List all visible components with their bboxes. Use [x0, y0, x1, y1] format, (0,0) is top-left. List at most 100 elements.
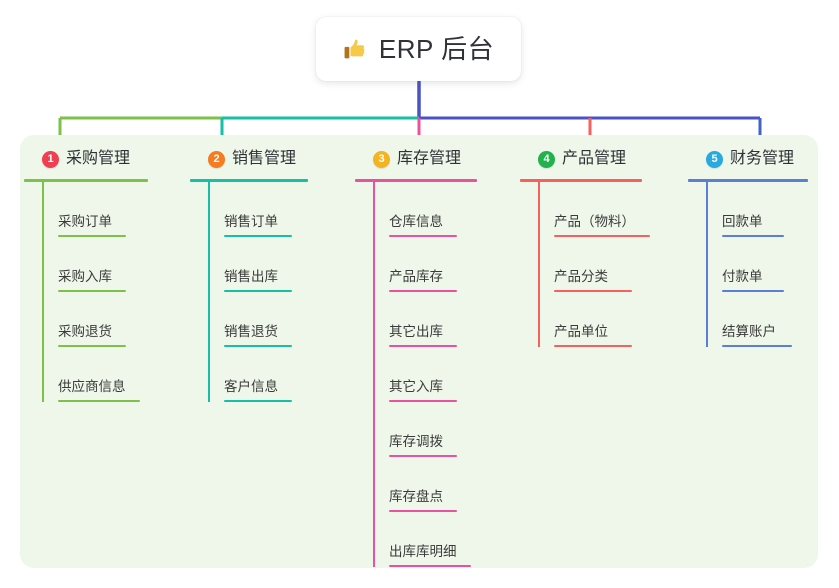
- branch-item-underline: [554, 235, 650, 237]
- branch-item[interactable]: 产品分类: [520, 237, 688, 292]
- branch-item[interactable]: 仓库信息: [355, 182, 523, 237]
- branch-underline-5: [688, 179, 808, 182]
- branch-items-1: 采购订单采购入库采购退货供应商信息: [24, 182, 192, 402]
- branch-item-underline: [389, 455, 457, 457]
- branch-items-2: 销售订单销售出库销售退货客户信息: [190, 182, 358, 402]
- branch-item[interactable]: 客户信息: [190, 347, 358, 402]
- branch-badge-2: 2: [208, 150, 225, 168]
- branch-item-label: 产品（物料）: [554, 213, 635, 229]
- branch-item-underline: [722, 290, 784, 292]
- branch-item-underline: [554, 290, 632, 292]
- branch-item[interactable]: 供应商信息: [24, 347, 192, 402]
- branch-underline-2: [190, 179, 308, 182]
- branch-header-1[interactable]: 1 采购管理: [24, 146, 192, 172]
- branch-items-5: 回款单付款单结算账户: [688, 182, 838, 347]
- branch-column-2[interactable]: 2 销售管理销售订单销售出库销售退货客户信息: [190, 146, 358, 402]
- branch-underline-1: [24, 179, 148, 182]
- branch-item-underline: [224, 400, 292, 402]
- branch-item-underline: [554, 345, 632, 347]
- branch-column-3[interactable]: 3 库存管理仓库信息产品库存其它出库其它入库库存调拨库存盘点出库库明细: [355, 146, 523, 567]
- branch-item-label: 库存调拨: [389, 433, 443, 449]
- branch-item-label: 库存盘点: [389, 488, 443, 504]
- branch-item-label: 回款单: [722, 213, 763, 229]
- branch-item-underline: [722, 235, 784, 237]
- branch-item-label: 采购退货: [58, 323, 112, 339]
- branch-item[interactable]: 其它入库: [355, 347, 523, 402]
- branch-badge-3: 3: [373, 150, 390, 168]
- branch-header-2[interactable]: 2 销售管理: [190, 146, 358, 172]
- branch-item[interactable]: 库存盘点: [355, 457, 523, 512]
- branch-item[interactable]: 其它出库: [355, 292, 523, 347]
- branch-item[interactable]: 产品库存: [355, 237, 523, 292]
- branch-title-1: 采购管理: [66, 150, 131, 167]
- branch-item-label: 产品分类: [554, 268, 608, 284]
- branch-item[interactable]: 销售退货: [190, 292, 358, 347]
- thumbs-up-icon: [343, 37, 368, 62]
- branch-item-label: 付款单: [722, 268, 763, 284]
- branch-spine-2: [208, 182, 210, 402]
- branch-spine-1: [42, 182, 44, 402]
- branch-item[interactable]: 结算账户: [688, 292, 838, 347]
- branch-item[interactable]: 销售出库: [190, 237, 358, 292]
- branch-item-underline: [722, 345, 792, 347]
- branch-underline-4: [520, 179, 642, 182]
- branch-item[interactable]: 产品单位: [520, 292, 688, 347]
- branch-spine-5: [706, 182, 708, 347]
- branch-title-5: 财务管理: [730, 150, 795, 167]
- branch-item-label: 仓库信息: [389, 213, 443, 229]
- branch-item[interactable]: 库存调拨: [355, 402, 523, 457]
- branch-item[interactable]: 付款单: [688, 237, 838, 292]
- branch-item-label: 结算账户: [722, 323, 776, 339]
- branch-underline-3: [355, 179, 477, 182]
- root-title: ERP 后台: [378, 34, 495, 64]
- branch-badge-5: 5: [706, 150, 723, 168]
- branch-item-underline: [224, 345, 292, 347]
- branch-spine-4: [538, 182, 540, 347]
- branch-item[interactable]: 产品（物料）: [520, 182, 688, 237]
- branch-title-3: 库存管理: [397, 150, 462, 167]
- branch-item-underline: [389, 565, 471, 567]
- branch-item-label: 销售退货: [224, 323, 278, 339]
- branch-item-label: 产品单位: [554, 323, 608, 339]
- branch-item-underline: [224, 290, 292, 292]
- branch-header-3[interactable]: 3 库存管理: [355, 146, 523, 172]
- branch-title-2: 销售管理: [232, 150, 297, 167]
- branch-item-underline: [58, 290, 126, 292]
- branch-item-underline: [389, 400, 457, 402]
- branch-column-4[interactable]: 4 产品管理产品（物料） 产品分类产品单位: [520, 146, 688, 347]
- branch-badge-4: 4: [538, 150, 555, 168]
- branch-item-label: 销售出库: [224, 268, 278, 284]
- branch-item-label: 其它出库: [389, 323, 443, 339]
- root-node-content: ERP 后台: [343, 36, 494, 62]
- branch-item-underline: [58, 345, 126, 347]
- branch-item-label: 产品库存: [389, 268, 443, 284]
- branch-item[interactable]: 销售订单: [190, 182, 358, 237]
- branch-item[interactable]: 采购入库: [24, 237, 192, 292]
- branch-spine-3: [373, 182, 375, 567]
- branch-item[interactable]: 回款单: [688, 182, 838, 237]
- branch-item-underline: [224, 235, 292, 237]
- branch-item-label: 供应商信息: [58, 378, 126, 394]
- branch-items-4: 产品（物料） 产品分类产品单位: [520, 182, 688, 347]
- branch-item-label: 采购订单: [58, 213, 112, 229]
- branch-column-1[interactable]: 1 采购管理采购订单采购入库采购退货供应商信息: [24, 146, 192, 402]
- branch-item-label: 采购入库: [58, 268, 112, 284]
- branch-title-4: 产品管理: [562, 150, 627, 167]
- branch-item-underline: [58, 235, 126, 237]
- branch-item-underline: [58, 400, 140, 402]
- branch-item[interactable]: 出库库明细: [355, 512, 523, 567]
- branch-item-label: 销售订单: [224, 213, 278, 229]
- branch-header-5[interactable]: 5 财务管理: [688, 146, 838, 172]
- root-node[interactable]: ERP 后台: [316, 17, 521, 81]
- branch-header-4[interactable]: 4 产品管理: [520, 146, 688, 172]
- branch-item-underline: [389, 290, 457, 292]
- branch-item-label: 出库库明细: [389, 543, 457, 559]
- branch-items-3: 仓库信息产品库存其它出库其它入库库存调拨库存盘点出库库明细: [355, 182, 523, 567]
- branch-badge-1: 1: [42, 150, 59, 168]
- branch-item[interactable]: 采购退货: [24, 292, 192, 347]
- branch-item-underline: [389, 510, 457, 512]
- branch-item[interactable]: 采购订单: [24, 182, 192, 237]
- branch-column-5[interactable]: 5 财务管理回款单付款单结算账户: [688, 146, 838, 347]
